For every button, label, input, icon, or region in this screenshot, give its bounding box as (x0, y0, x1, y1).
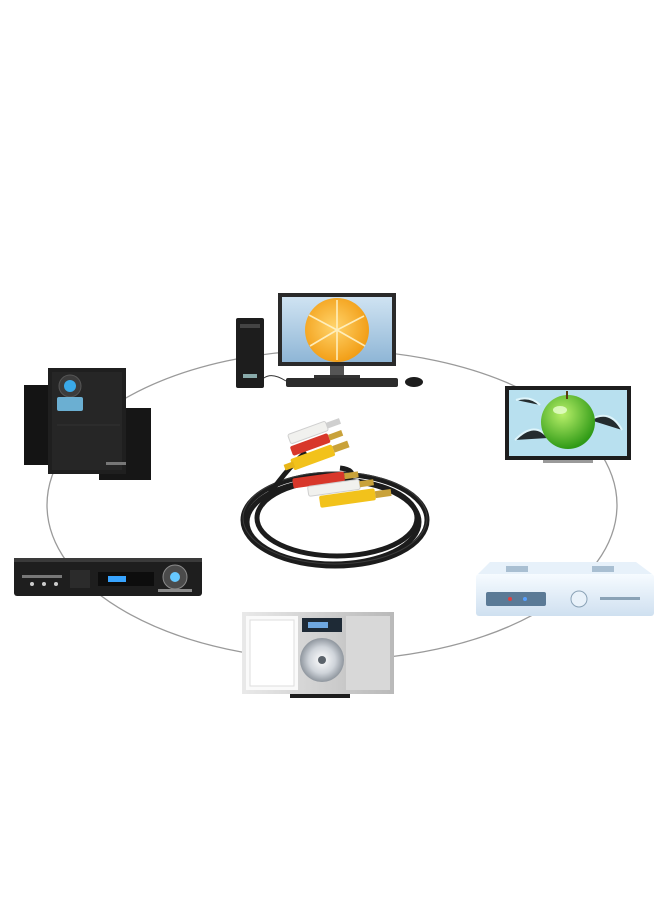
desktop-pc-icon (236, 293, 423, 388)
set-top-box-icon (476, 562, 654, 616)
rca-cable-icon (240, 418, 430, 569)
top-plug-bundle (283, 418, 350, 471)
av-receiver-icon (14, 558, 202, 596)
cd-player-icon (242, 612, 394, 698)
speaker-icon (24, 368, 151, 480)
bottom-plug-bundle (292, 471, 392, 508)
tv-icon (505, 386, 631, 463)
